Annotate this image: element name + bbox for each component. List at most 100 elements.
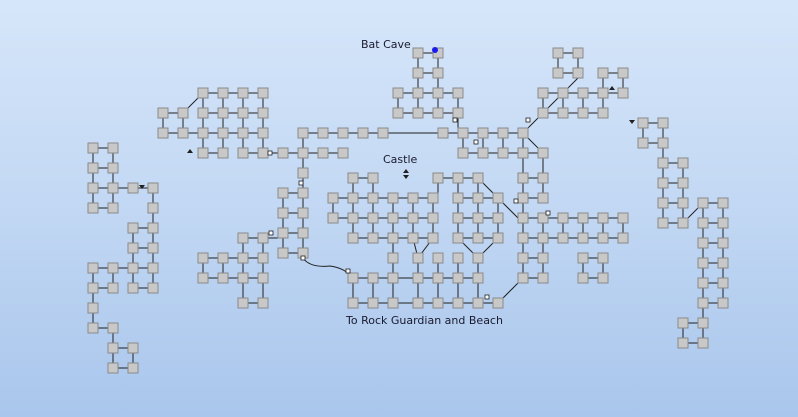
map-room[interactable] bbox=[107, 182, 119, 194]
map-room[interactable] bbox=[392, 107, 404, 119]
map-room[interactable] bbox=[217, 87, 229, 99]
map-room[interactable] bbox=[427, 232, 439, 244]
map-room[interactable] bbox=[377, 127, 389, 139]
map-room[interactable] bbox=[387, 232, 399, 244]
map-room[interactable] bbox=[432, 172, 444, 184]
map-room[interactable] bbox=[492, 232, 504, 244]
map-room[interactable] bbox=[557, 107, 569, 119]
map-room[interactable] bbox=[537, 107, 549, 119]
map-room[interactable] bbox=[452, 252, 464, 264]
map-room[interactable] bbox=[87, 142, 99, 154]
map-room[interactable] bbox=[517, 232, 529, 244]
map-room[interactable] bbox=[297, 227, 309, 239]
map-room[interactable] bbox=[492, 297, 504, 309]
map-room[interactable] bbox=[237, 107, 249, 119]
map-room[interactable] bbox=[147, 202, 159, 214]
map-room[interactable] bbox=[472, 192, 484, 204]
map-room[interactable] bbox=[477, 127, 489, 139]
map-room[interactable] bbox=[637, 117, 649, 129]
map-room[interactable] bbox=[597, 67, 609, 79]
map-room[interactable] bbox=[107, 142, 119, 154]
map-room[interactable] bbox=[412, 67, 424, 79]
map-room[interactable] bbox=[197, 147, 209, 159]
map-room[interactable] bbox=[697, 277, 709, 289]
map-room[interactable] bbox=[217, 107, 229, 119]
map-room[interactable] bbox=[557, 212, 569, 224]
map-room[interactable] bbox=[717, 237, 729, 249]
map-room[interactable] bbox=[127, 342, 139, 354]
map-room[interactable] bbox=[677, 317, 689, 329]
map-room[interactable] bbox=[147, 222, 159, 234]
map-room[interactable] bbox=[107, 202, 119, 214]
map-room[interactable] bbox=[127, 362, 139, 374]
map-room[interactable] bbox=[537, 192, 549, 204]
map-room[interactable] bbox=[537, 252, 549, 264]
map-room[interactable] bbox=[472, 252, 484, 264]
map-room[interactable] bbox=[657, 177, 669, 189]
map-room[interactable] bbox=[87, 282, 99, 294]
map-room[interactable] bbox=[697, 297, 709, 309]
map-room[interactable] bbox=[517, 192, 529, 204]
map-room[interactable] bbox=[407, 192, 419, 204]
map-room[interactable] bbox=[157, 107, 169, 119]
map-room[interactable] bbox=[177, 127, 189, 139]
map-room[interactable] bbox=[472, 297, 484, 309]
map-room[interactable] bbox=[537, 147, 549, 159]
map-room[interactable] bbox=[87, 162, 99, 174]
map-room[interactable] bbox=[597, 252, 609, 264]
map-room[interactable] bbox=[237, 297, 249, 309]
map-room[interactable] bbox=[457, 147, 469, 159]
map-room[interactable] bbox=[87, 262, 99, 274]
map-room[interactable] bbox=[197, 272, 209, 284]
map-room[interactable] bbox=[452, 272, 464, 284]
map-room[interactable] bbox=[637, 137, 649, 149]
map-room[interactable] bbox=[257, 272, 269, 284]
map-room[interactable] bbox=[107, 342, 119, 354]
map-room[interactable] bbox=[657, 137, 669, 149]
map-room[interactable] bbox=[577, 107, 589, 119]
map-room[interactable] bbox=[577, 252, 589, 264]
map-room[interactable] bbox=[452, 87, 464, 99]
map-room[interactable] bbox=[452, 232, 464, 244]
map-room[interactable] bbox=[407, 232, 419, 244]
map-room[interactable] bbox=[452, 172, 464, 184]
map-room[interactable] bbox=[657, 157, 669, 169]
map-room[interactable] bbox=[297, 187, 309, 199]
map-room[interactable] bbox=[347, 172, 359, 184]
map-room[interactable] bbox=[257, 297, 269, 309]
map-room[interactable] bbox=[577, 212, 589, 224]
map-room[interactable] bbox=[472, 232, 484, 244]
map-room[interactable] bbox=[257, 232, 269, 244]
map-room[interactable] bbox=[412, 107, 424, 119]
map-room[interactable] bbox=[147, 242, 159, 254]
map-room[interactable] bbox=[657, 117, 669, 129]
map-room[interactable] bbox=[317, 147, 329, 159]
map-room[interactable] bbox=[257, 107, 269, 119]
map-room[interactable] bbox=[432, 272, 444, 284]
map-room[interactable] bbox=[597, 87, 609, 99]
map-room[interactable] bbox=[497, 127, 509, 139]
map-room[interactable] bbox=[472, 212, 484, 224]
map-room[interactable] bbox=[597, 212, 609, 224]
map-room[interactable] bbox=[237, 87, 249, 99]
map-room[interactable] bbox=[717, 277, 729, 289]
map-room[interactable] bbox=[412, 87, 424, 99]
map-room[interactable] bbox=[717, 217, 729, 229]
map-room[interactable] bbox=[297, 147, 309, 159]
map-room[interactable] bbox=[87, 302, 99, 314]
map-room[interactable] bbox=[537, 172, 549, 184]
map-room[interactable] bbox=[107, 322, 119, 334]
map-room[interactable] bbox=[387, 297, 399, 309]
map-room[interactable] bbox=[617, 232, 629, 244]
map-room[interactable] bbox=[387, 212, 399, 224]
map-room[interactable] bbox=[217, 127, 229, 139]
map-room[interactable] bbox=[412, 252, 424, 264]
map-room[interactable] bbox=[107, 262, 119, 274]
map-room[interactable] bbox=[497, 147, 509, 159]
map-room[interactable] bbox=[412, 47, 424, 59]
map-room[interactable] bbox=[717, 197, 729, 209]
map-room[interactable] bbox=[217, 147, 229, 159]
map-room[interactable] bbox=[412, 297, 424, 309]
map-room[interactable] bbox=[257, 127, 269, 139]
map-room[interactable] bbox=[107, 362, 119, 374]
